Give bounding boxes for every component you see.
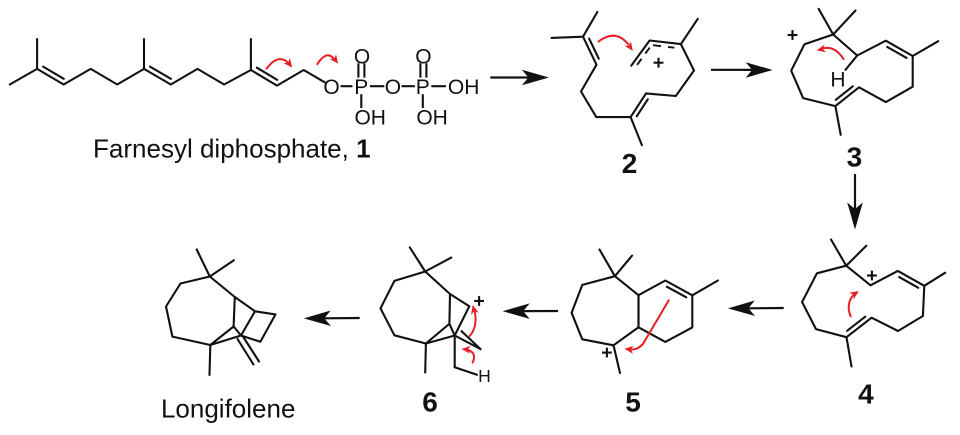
svg-text:O: O — [415, 45, 431, 68]
svg-text:5: 5 — [625, 386, 641, 417]
svg-text:3: 3 — [847, 142, 863, 173]
svg-text:OH: OH — [354, 106, 386, 129]
svg-text:4: 4 — [858, 379, 874, 410]
svg-text:OH: OH — [416, 106, 448, 129]
svg-text:Longifolene: Longifolene — [161, 393, 295, 423]
svg-text:H: H — [478, 366, 491, 386]
svg-text:Farnesyl diphosphate, 1: Farnesyl diphosphate, 1 — [93, 134, 371, 164]
svg-text:O: O — [354, 45, 370, 68]
svg-text:O: O — [385, 76, 401, 99]
svg-text:O: O — [323, 76, 339, 99]
svg-text:6: 6 — [422, 387, 438, 418]
svg-text:H: H — [830, 69, 845, 92]
svg-text:OH: OH — [448, 76, 480, 99]
svg-text:2: 2 — [622, 148, 638, 179]
